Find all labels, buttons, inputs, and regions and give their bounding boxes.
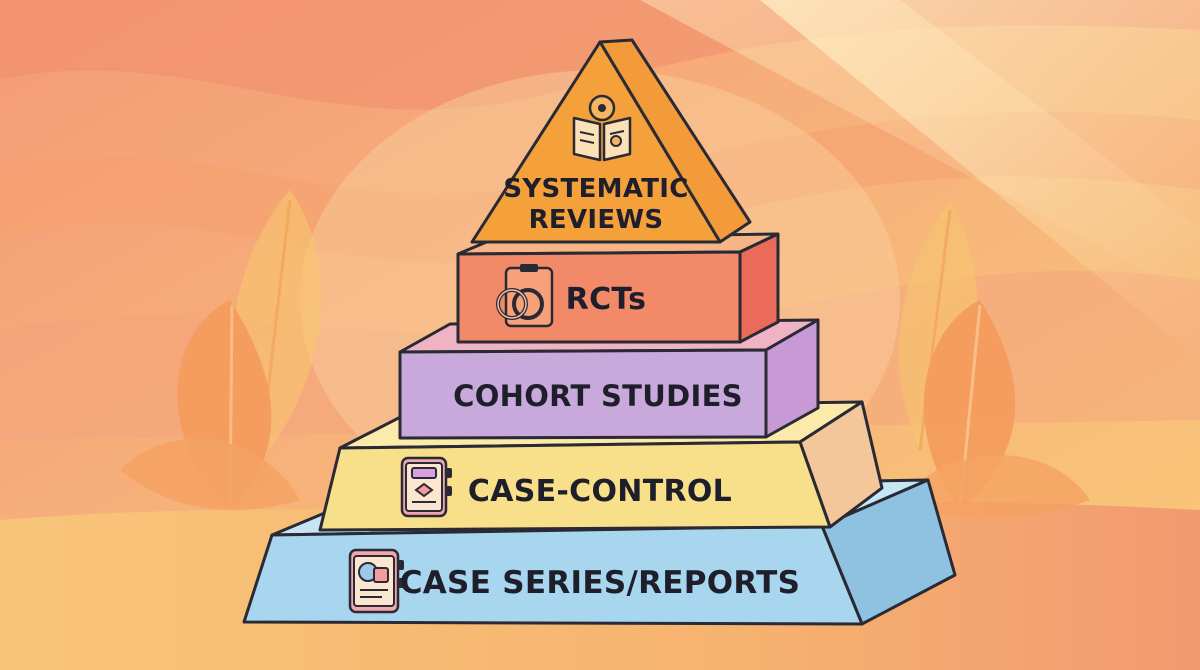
level-systematic-reviews: SYSTEMATIC REVIEWS: [470, 38, 752, 244]
notebook-icon: [400, 456, 452, 518]
level-cohort-studies-label: COHORT STUDIES: [453, 379, 743, 413]
level-case-control-label: CASE-CONTROL: [468, 474, 732, 509]
book-gear-icon: [572, 94, 632, 162]
leaf-right-front: [900, 300, 1090, 519]
level-systematic-reviews-label-line1: SYSTEMATIC: [503, 174, 688, 204]
report-notebook-icon: [348, 548, 404, 614]
level-case-series-reports-label: CASE SERIES/REPORTS: [400, 565, 801, 601]
leaves: [120, 190, 1090, 519]
level-rcts: RCTs: [456, 232, 780, 344]
level-rcts-label: RCTs: [566, 282, 647, 317]
leaf-left-front: [120, 300, 300, 511]
clipboard-rings-icon: [496, 264, 554, 328]
level-systematic-reviews-label-line2: REVIEWS: [529, 205, 664, 235]
